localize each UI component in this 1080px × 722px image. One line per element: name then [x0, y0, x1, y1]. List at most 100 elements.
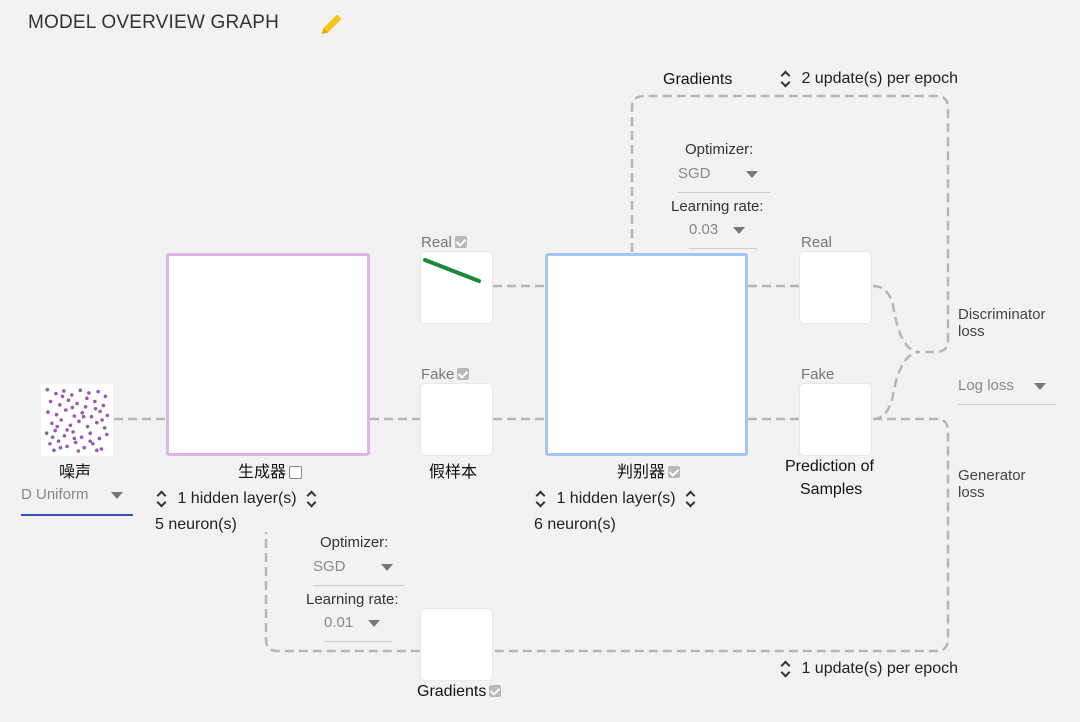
generator-optimizer-label: Optimizer:	[320, 534, 389, 551]
discriminator-updates: 2 update(s) per epoch	[779, 68, 958, 90]
noise-dot	[63, 408, 68, 412]
noise-dot	[77, 419, 81, 424]
generator-gradients-checkbox[interactable]	[489, 685, 502, 697]
generator-updates: 1 update(s) per epoch	[779, 658, 958, 680]
fake-sample-checkbox[interactable]	[457, 368, 470, 380]
discriminator-checkbox[interactable]	[668, 466, 681, 478]
discriminator-layers-stepper-right-icon[interactable]	[684, 488, 696, 510]
discriminator-optimizer-select[interactable]: SGD	[678, 165, 770, 193]
pencil-icon[interactable]	[318, 10, 346, 38]
discriminator-updates-stepper-icon[interactable]	[779, 68, 791, 90]
noise-dot	[95, 420, 99, 425]
discriminator-lr-label: Learning rate:	[671, 198, 764, 215]
noise-dot	[82, 445, 87, 450]
prediction-fake-plot	[800, 384, 871, 455]
noise-dot	[60, 394, 65, 399]
noise-dot	[48, 399, 53, 404]
noise-dot	[48, 441, 52, 446]
discriminator-network-box[interactable]	[545, 253, 748, 456]
noise-dot	[55, 424, 59, 429]
noise-dot	[98, 409, 102, 414]
noise-dot	[73, 440, 78, 445]
noise-dot	[96, 389, 100, 394]
noise-dot	[52, 448, 56, 453]
generator-hidden-layers: 1 hidden layer(s)	[155, 488, 317, 510]
discriminator-layers-stepper-icon[interactable]	[534, 488, 546, 510]
chevron-down-icon	[368, 620, 380, 627]
discriminator-gradients-label: Gradients	[663, 71, 733, 88]
generator-neurons: 5 neuron(s)	[155, 516, 237, 533]
noise-dot	[81, 414, 86, 419]
generator-network-box[interactable]	[166, 253, 370, 456]
generator-lr-select[interactable]: 0.01	[324, 614, 392, 642]
chevron-down-icon	[746, 171, 758, 178]
fake-sample-label-text: Fake	[421, 366, 455, 383]
generator-checkbox[interactable]	[289, 466, 303, 479]
noise-dot	[95, 448, 99, 453]
loss-type-select[interactable]: Log loss	[958, 377, 1056, 405]
discriminator-lr-value: 0.03	[689, 221, 719, 238]
generator-optimizer-value: SGD	[313, 558, 346, 575]
noise-dot	[54, 391, 58, 396]
generator-updates-stepper-icon[interactable]	[779, 658, 791, 680]
fake-sample-plot	[421, 384, 492, 455]
noise-dot	[99, 447, 104, 451]
noise-dot	[50, 435, 55, 439]
generator-layers-stepper-icon[interactable]	[155, 488, 167, 510]
generator-label: 生成器	[238, 458, 303, 482]
generator-optimizer-select[interactable]: SGD	[313, 558, 405, 586]
noise-dot	[59, 418, 63, 422]
prediction-fake-label: Fake	[801, 366, 835, 383]
noise-dot	[69, 393, 74, 397]
noise-distribution-select[interactable]: D Uniform	[21, 486, 133, 516]
generator-label-text: 生成器	[238, 464, 287, 481]
noise-label: 噪声	[59, 464, 92, 481]
noise-dot	[62, 389, 66, 393]
chevron-down-icon	[733, 227, 745, 234]
discriminator-updates-text: 2 update(s) per epoch	[801, 70, 958, 88]
noise-dot	[87, 391, 91, 395]
discriminator-neurons: 6 neuron(s)	[534, 516, 616, 533]
discriminator-lr-select[interactable]: 0.03	[689, 221, 757, 249]
generator-gradients-text: Gradients	[417, 683, 487, 700]
page-title: MODEL OVERVIEW GRAPH	[28, 12, 280, 33]
noise-dot	[68, 423, 73, 428]
discriminator-label: 判别器	[617, 458, 681, 482]
noise-dot	[79, 435, 84, 439]
discriminator-optimizer-label: Optimizer:	[685, 141, 754, 158]
prediction-real-plot	[800, 252, 871, 323]
noise-dot	[85, 424, 90, 429]
discriminator-loss-label-2: loss	[958, 323, 985, 340]
generator-gradients-label: Gradients	[417, 683, 502, 701]
noise-dot	[105, 413, 110, 418]
noise-dot	[102, 426, 107, 430]
real-sample-label: Real	[421, 234, 467, 251]
noise-dot	[58, 403, 62, 407]
noise-dot	[58, 445, 63, 450]
fake-sample-caption: 假样本	[429, 464, 478, 481]
noise-dot	[101, 403, 106, 408]
noise-dot	[88, 431, 92, 435]
noise-dot	[50, 421, 54, 426]
noise-dot	[104, 432, 109, 437]
noise-dot	[53, 428, 58, 433]
real-sample-label-text: Real	[421, 234, 452, 251]
generator-loss-label-2: loss	[958, 484, 985, 501]
noise-distribution-value: D Uniform	[21, 486, 89, 503]
noise-dot	[76, 449, 81, 453]
noise-dot	[45, 387, 50, 392]
discriminator-label-text: 判别器	[617, 464, 666, 481]
noise-dot	[88, 439, 92, 443]
noise-dot	[103, 394, 108, 399]
prediction-caption-line2: Samples	[800, 481, 863, 498]
noise-dot	[93, 406, 98, 411]
noise-dot	[71, 430, 75, 434]
chevron-down-icon	[111, 492, 123, 499]
noise-dot	[44, 431, 49, 435]
noise-dot	[89, 414, 94, 419]
chevron-down-icon	[381, 564, 393, 571]
real-sample-checkbox[interactable]	[454, 236, 467, 248]
generator-lr-value: 0.01	[324, 614, 354, 631]
generator-layers-stepper-right-icon[interactable]	[305, 488, 317, 510]
prediction-caption-line1: Prediction of	[785, 458, 874, 475]
